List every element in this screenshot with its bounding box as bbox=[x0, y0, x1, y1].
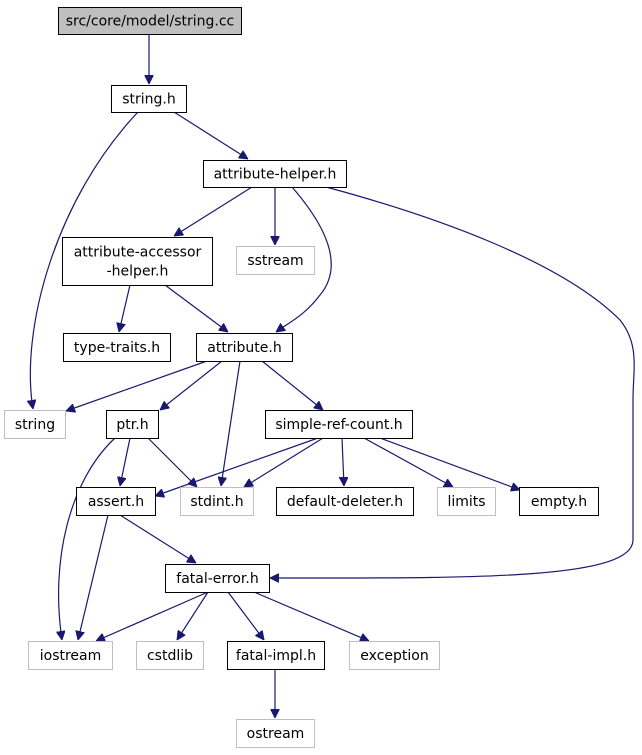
node-label: string.h bbox=[122, 92, 176, 108]
edge-attribute-h-to-stdint-h bbox=[221, 360, 241, 486]
node-string: string bbox=[4, 410, 66, 439]
node-simple-ref-count-h[interactable]: simple-ref-count.h bbox=[265, 410, 413, 439]
node-sstream: sstream bbox=[236, 246, 315, 275]
edge-simple-ref-count-h-to-default-deleter-h bbox=[342, 437, 344, 486]
node-label: empty.h bbox=[531, 494, 587, 510]
node-label: fatal-error.h bbox=[176, 571, 258, 587]
edge-fatal-error-h-to-cstdlib bbox=[177, 591, 209, 640]
node-label: type-traits.h bbox=[74, 340, 160, 356]
node-box bbox=[58, 7, 242, 35]
node-exception: exception bbox=[349, 641, 440, 670]
node-iostream: iostream bbox=[28, 641, 113, 670]
node-cstdlib: cstdlib bbox=[136, 641, 204, 670]
node-label: exception bbox=[360, 648, 428, 664]
node-box bbox=[437, 487, 496, 516]
edge-ptr-h-to-assert-h bbox=[120, 437, 131, 486]
node-label: stdint.h bbox=[190, 494, 243, 510]
node-box[interactable] bbox=[62, 237, 213, 286]
node-box[interactable] bbox=[63, 333, 171, 362]
node-default-deleter-h[interactable]: default-deleter.h bbox=[276, 487, 414, 516]
node-label: sstream bbox=[247, 253, 303, 269]
node-empty-h[interactable]: empty.h bbox=[519, 487, 599, 516]
node-label: default-deleter.h bbox=[287, 494, 403, 510]
node-ptr-h[interactable]: ptr.h bbox=[106, 410, 159, 439]
node-fatal-impl-h[interactable]: fatal-impl.h bbox=[227, 641, 325, 670]
node-box[interactable] bbox=[165, 564, 270, 593]
node-box[interactable] bbox=[265, 410, 413, 439]
node-label: fatal-impl.h bbox=[236, 648, 316, 664]
node-attribute-helper-h[interactable]: attribute-helper.h bbox=[203, 160, 347, 188]
edge-assert-h-to-iostream bbox=[78, 514, 109, 640]
node-box bbox=[236, 719, 315, 748]
node-label: ptr.h bbox=[116, 417, 148, 433]
node-box bbox=[236, 246, 315, 275]
node-box[interactable] bbox=[111, 85, 187, 113]
node-label: limits bbox=[447, 494, 485, 510]
node-label: attribute.h bbox=[207, 340, 281, 356]
edge-fatal-error-h-to-fatal-impl-h bbox=[227, 591, 264, 640]
node-label: ostream bbox=[247, 726, 305, 742]
node-string-cc: src/core/model/string.cc bbox=[58, 7, 242, 35]
edges bbox=[30, 34, 635, 718]
edge-simple-ref-count-h-to-stdint-h bbox=[244, 437, 324, 487]
node-label: attribute-helper.h bbox=[214, 167, 337, 183]
edge-attribute-h-to-string bbox=[66, 360, 208, 411]
node-box[interactable] bbox=[76, 487, 156, 516]
node-label: iostream bbox=[40, 648, 102, 664]
node-ostream: ostream bbox=[236, 719, 315, 748]
node-attribute-accessor-helper-h[interactable]: attribute-accessor -helper.h bbox=[62, 237, 213, 286]
node-box[interactable] bbox=[106, 410, 159, 439]
edge-fatal-error-h-to-iostream bbox=[96, 591, 209, 641]
edge-attribute-helper-h-to-fatal-error-h bbox=[270, 186, 635, 578]
edge-attribute-accessor-helper-h-to-type-traits-h bbox=[119, 284, 131, 332]
edge-assert-h-to-fatal-error-h bbox=[119, 514, 196, 563]
edge-simple-ref-count-h-to-limits bbox=[363, 437, 453, 488]
node-label: cstdlib bbox=[147, 648, 193, 664]
edge-attribute-h-to-simple-ref-count-h bbox=[261, 360, 323, 410]
edge-string-h-to-attribute-helper-h bbox=[173, 111, 248, 159]
edge-attribute-accessor-helper-h-to-attribute-h bbox=[164, 284, 228, 332]
edge-attribute-helper-h-to-attribute-accessor-helper-h bbox=[174, 186, 253, 236]
node-box bbox=[4, 410, 66, 439]
node-box[interactable] bbox=[227, 641, 325, 670]
edge-attribute-h-to-ptr-h bbox=[160, 360, 223, 410]
edge-ptr-h-to-iostream bbox=[59, 437, 116, 640]
node-fatal-error-h[interactable]: fatal-error.h bbox=[165, 564, 270, 593]
node-limits: limits bbox=[437, 487, 496, 516]
node-assert-h[interactable]: assert.h bbox=[76, 487, 156, 516]
node-box[interactable] bbox=[519, 487, 599, 516]
node-label: assert.h bbox=[88, 494, 144, 510]
edge-attribute-helper-h-to-attribute-h bbox=[276, 186, 332, 332]
node-label: attribute-accessor bbox=[74, 245, 202, 261]
node-box[interactable] bbox=[196, 333, 293, 362]
node-attribute-h[interactable]: attribute.h bbox=[196, 333, 293, 362]
node-string-h[interactable]: string.h bbox=[111, 85, 187, 113]
node-type-traits-h[interactable]: type-traits.h bbox=[63, 333, 171, 362]
node-box bbox=[349, 641, 440, 670]
node-label: simple-ref-count.h bbox=[275, 417, 402, 433]
node-box[interactable] bbox=[203, 160, 347, 188]
edge-string-h-to-string bbox=[30, 111, 139, 409]
edge-ptr-h-to-stdint-h bbox=[147, 437, 197, 487]
node-box bbox=[180, 487, 254, 516]
edge-simple-ref-count-h-to-empty-h bbox=[379, 437, 520, 490]
nodes: src/core/model/string.cc string.h attribut… bbox=[4, 7, 599, 748]
node-stdint-h: stdint.h bbox=[180, 487, 254, 516]
node-label: string bbox=[15, 417, 55, 433]
node-box bbox=[136, 641, 204, 670]
edge-fatal-error-h-to-exception bbox=[253, 591, 369, 641]
edge-simple-ref-count-h-to-assert-h bbox=[155, 437, 319, 496]
node-box[interactable] bbox=[276, 487, 414, 516]
node-label: src/core/model/string.cc bbox=[66, 14, 235, 30]
node-box bbox=[28, 641, 113, 670]
node-label: -helper.h bbox=[107, 264, 169, 280]
